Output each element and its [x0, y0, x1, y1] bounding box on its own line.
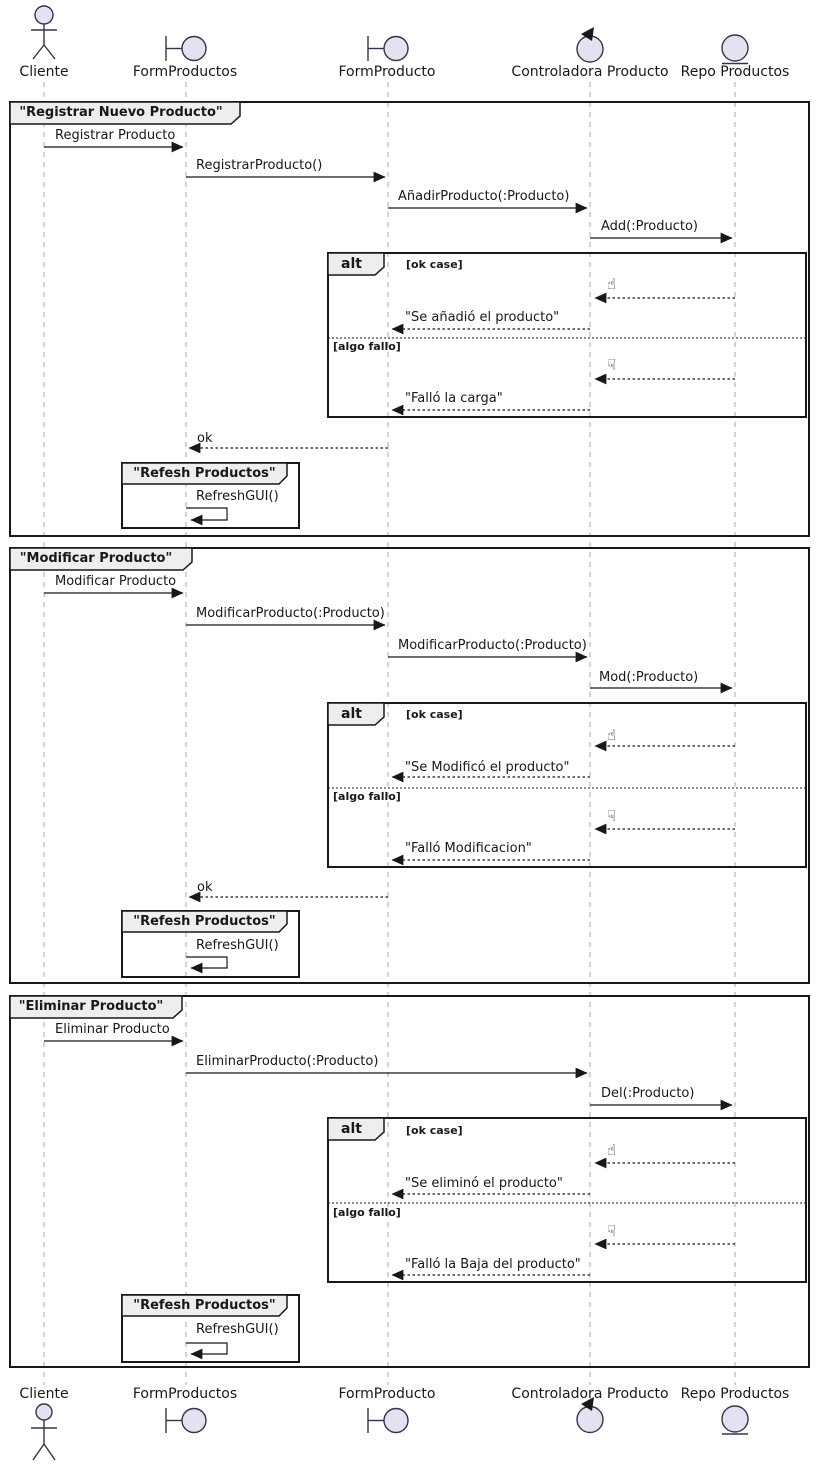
entity-icon: [721, 34, 749, 65]
group-title: "Refesh Productos": [133, 914, 276, 929]
actor-icon: [31, 1403, 57, 1461]
frame-title: "Modificar Producto": [19, 551, 173, 566]
group-refresh-2-tab: [121, 910, 288, 933]
participant-label-cliente: Cliente: [19, 1386, 69, 1402]
frame-modificar-tab: [9, 547, 193, 571]
self-message-label: RefreshGUI(): [196, 938, 279, 953]
reply-label: "Falló la Baja del producto": [405, 1257, 581, 1272]
thumbs-down-icon: ☟: [607, 1222, 617, 1240]
alt-fragment-2: [327, 702, 807, 868]
message-label: AñadirProducto(:Producto): [398, 189, 570, 204]
alt-guard-fail: [algo fallo]: [333, 790, 401, 803]
alt-tab-3: [327, 1117, 385, 1141]
arrow-refreshgui-3: [186, 1342, 228, 1360]
alt-guard-ok: [ok case]: [406, 708, 463, 721]
control-icon: [576, 27, 604, 63]
arrow-refreshgui-1: [186, 507, 228, 526]
message-label: Registrar Producto: [55, 128, 176, 143]
reply-label: "Falló la carga": [405, 391, 503, 406]
reply-label: "Falló Modificacion": [405, 841, 532, 856]
participant-label-repo: Repo Productos: [680, 64, 790, 80]
participant-label-controladora: Controladora Producto: [511, 64, 669, 80]
entity-icon: [721, 1405, 749, 1435]
alt-guard-ok: [ok case]: [406, 1124, 463, 1137]
participant-label-formproducto: FormProducto: [338, 1386, 436, 1402]
frame-registrar: [9, 101, 810, 537]
thumbs-up-icon: ☝: [607, 275, 617, 293]
alt-operator-label: alt: [341, 706, 362, 722]
thumbs-down-icon: ☟: [607, 807, 617, 825]
alt-guard-fail: [algo fallo]: [333, 340, 401, 353]
group-refresh-1-tab: [121, 462, 288, 485]
frame-registrar-tab: [9, 101, 241, 125]
self-message-label: RefreshGUI(): [196, 1322, 279, 1337]
actor-icon: [31, 5, 57, 60]
alt-fragment-3: [327, 1117, 807, 1283]
message-label: Mod(:Producto): [599, 670, 699, 685]
group-title: "Refesh Productos": [133, 1298, 276, 1313]
alt-tab-2: [327, 702, 385, 726]
alt-tab-1: [327, 252, 385, 276]
participant-label-cliente: Cliente: [19, 64, 69, 80]
boundary-icon: [367, 35, 409, 62]
frame-title: "Registrar Nuevo Producto": [19, 105, 223, 120]
alt-operator-label: alt: [341, 256, 362, 272]
participant-label-formproducto: FormProducto: [338, 64, 436, 80]
alt-operator-label: alt: [341, 1121, 362, 1137]
message-label: RegistrarProducto(): [196, 158, 323, 173]
frame-title: "Eliminar Producto": [18, 999, 164, 1014]
frame-eliminar-tab: [9, 995, 183, 1019]
self-message-label: RefreshGUI(): [196, 489, 279, 504]
return-label: ok: [197, 431, 213, 446]
message-label: Eliminar Producto: [55, 1022, 170, 1037]
thumbs-up-icon: ☝: [607, 726, 617, 744]
arrow-refreshgui-2: [186, 956, 228, 974]
return-label: ok: [197, 880, 213, 895]
thumbs-up-icon: ☝: [607, 1141, 617, 1159]
participant-label-formproductos: FormProductos: [132, 64, 238, 80]
message-label: EliminarProducto(:Producto): [196, 1054, 379, 1069]
participant-label-repo: Repo Productos: [680, 1386, 790, 1402]
alt-guard-fail: [algo fallo]: [333, 1206, 401, 1219]
message-label: ModificarProducto(:Producto): [196, 606, 385, 621]
reply-label: "Se Modificó el producto": [405, 760, 570, 775]
boundary-icon: [367, 1407, 409, 1434]
reply-label: "Se añadió el producto": [405, 310, 560, 325]
frame-eliminar: [9, 995, 810, 1368]
message-label: Modificar Producto: [55, 574, 177, 589]
message-label: Del(:Producto): [601, 1086, 695, 1101]
lifelines: [43, 82, 736, 1385]
boundary-icon: [165, 35, 207, 62]
alt-guard-ok: [ok case]: [406, 258, 463, 271]
boundary-icon: [165, 1407, 207, 1434]
alt-fragment-1: [327, 252, 807, 418]
group-refresh-3-tab: [121, 1294, 288, 1317]
message-label: Add(:Producto): [601, 219, 699, 234]
reply-label: "Se eliminó el producto": [405, 1176, 563, 1191]
control-icon: [576, 1397, 604, 1434]
message-label: ModificarProducto(:Producto): [398, 638, 587, 653]
participant-label-formproductos: FormProductos: [132, 1386, 238, 1402]
group-title: "Refesh Productos": [133, 466, 276, 481]
thumbs-down-icon: ☟: [607, 356, 617, 374]
participant-label-controladora: Controladora Producto: [511, 1386, 669, 1402]
frame-modificar: [9, 547, 810, 984]
